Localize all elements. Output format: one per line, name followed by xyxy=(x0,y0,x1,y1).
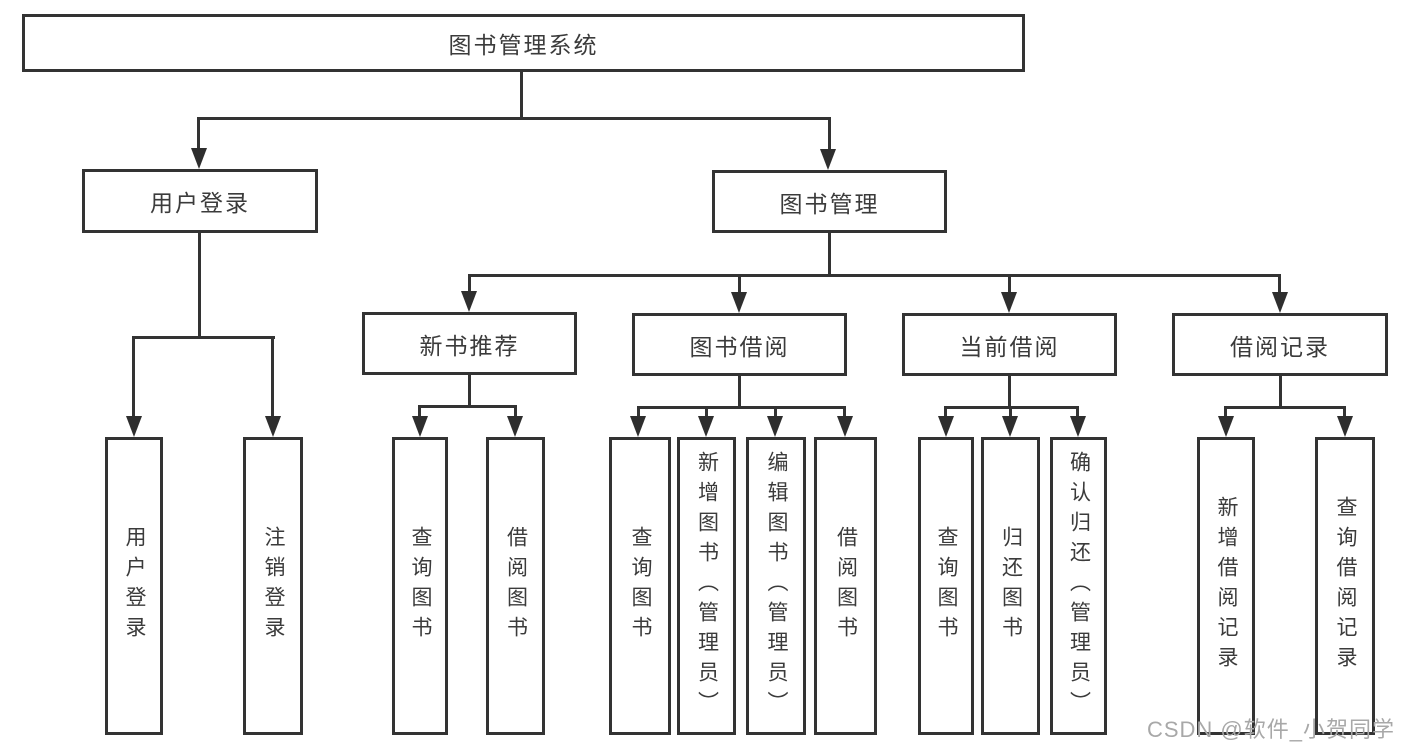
leaf-borrow-books-1: 借阅图书 xyxy=(486,437,545,735)
leaf-label: 确认归还（管理员） xyxy=(1067,451,1091,721)
connector-userlogin-bus xyxy=(132,336,275,339)
arrow-down-icon xyxy=(698,416,714,437)
connector-userlogin-stem xyxy=(198,233,201,339)
connector-root-drop-left xyxy=(197,117,200,150)
leaf-label: 新增借阅记录 xyxy=(1215,496,1238,676)
arrow-down-icon xyxy=(126,416,142,437)
connector-current-drop-2 xyxy=(1009,406,1012,417)
arrow-down-icon xyxy=(507,416,523,437)
arrow-down-icon xyxy=(461,291,477,312)
node-label: 当前借阅 xyxy=(959,333,1060,360)
csdn-watermark: CSDN @软件_小贺同学 xyxy=(1146,717,1395,742)
connector-newbook-stem xyxy=(468,375,471,408)
leaf-label: 用户登录 xyxy=(123,526,146,646)
connector-records-drop-2 xyxy=(1343,406,1346,417)
connector-bookmgmt-stem xyxy=(828,233,831,277)
arrow-down-icon xyxy=(265,416,281,437)
connector-current-drop-1 xyxy=(944,406,947,417)
connector-records-bus xyxy=(1224,406,1346,409)
arrow-down-icon xyxy=(820,149,836,170)
connector-borrow-drop-3 xyxy=(774,406,777,417)
leaf-borrow-books-2: 借阅图书 xyxy=(814,437,877,735)
arrow-down-icon xyxy=(837,416,853,437)
connector-userlogin-drop-2 xyxy=(271,336,274,417)
node-current-borrowing: 当前借阅 xyxy=(902,313,1117,376)
connector-borrow-drop-4 xyxy=(843,406,846,417)
arrow-down-icon xyxy=(731,292,747,313)
connector-root-drop-right xyxy=(828,117,831,150)
leaf-add-borrow-record: 新增借阅记录 xyxy=(1197,437,1255,735)
arrow-down-icon xyxy=(1218,416,1234,437)
leaf-label: 新增图书（管理员） xyxy=(695,451,719,721)
leaf-add-books-admin: 新增图书（管理员） xyxy=(677,437,736,735)
arrow-down-icon xyxy=(938,416,954,437)
leaf-label: 借阅图书 xyxy=(504,526,528,646)
connector-bookmgmt-drop-4 xyxy=(1278,274,1281,292)
connector-newbook-bus xyxy=(418,405,517,408)
connector-borrow-stem xyxy=(738,376,741,408)
connector-bookmgmt-bus xyxy=(468,274,1280,277)
arrow-down-icon xyxy=(1272,292,1288,313)
node-label: 图书管理 xyxy=(779,190,880,217)
node-book-borrowing: 图书借阅 xyxy=(632,313,847,376)
leaf-label: 查询图书 xyxy=(629,526,652,646)
leaf-label: 注销登录 xyxy=(262,526,285,646)
connector-root-bus xyxy=(197,117,831,120)
node-borrowing-records: 借阅记录 xyxy=(1172,313,1388,376)
arrow-down-icon xyxy=(1002,416,1018,437)
connector-newbook-drop-2 xyxy=(514,405,517,417)
arrow-down-icon xyxy=(1070,416,1086,437)
node-label: 图书借阅 xyxy=(689,333,790,360)
arrow-down-icon xyxy=(412,416,428,437)
connector-records-stem xyxy=(1279,376,1282,408)
connector-bookmgmt-drop-1 xyxy=(468,274,471,292)
node-label: 图书管理系统 xyxy=(448,32,599,58)
node-new-book-recommendation: 新书推荐 xyxy=(362,312,577,375)
node-user-login: 用户登录 xyxy=(82,169,318,233)
leaf-query-borrow-record: 查询借阅记录 xyxy=(1315,437,1375,735)
node-library-system: 图书管理系统 xyxy=(22,14,1025,72)
connector-borrow-drop-1 xyxy=(637,406,640,417)
connector-root-stem xyxy=(520,71,523,118)
leaf-edit-books-admin: 编辑图书（管理员） xyxy=(746,437,806,735)
leaf-user-login: 用户登录 xyxy=(105,437,163,735)
leaf-label: 查询图书 xyxy=(935,526,958,646)
node-label: 借阅记录 xyxy=(1230,333,1330,360)
leaf-query-books-2: 查询图书 xyxy=(609,437,671,735)
leaf-logout: 注销登录 xyxy=(243,437,303,735)
node-label: 用户登录 xyxy=(150,190,250,216)
leaf-query-books-3: 查询图书 xyxy=(918,437,974,735)
leaf-label: 查询借阅记录 xyxy=(1334,496,1357,676)
connector-records-drop-1 xyxy=(1224,406,1227,417)
connector-userlogin-drop-1 xyxy=(132,336,135,417)
leaf-label: 查询图书 xyxy=(409,526,432,646)
connector-current-drop-3 xyxy=(1076,406,1079,417)
leaf-query-books-1: 查询图书 xyxy=(392,437,448,735)
arrow-down-icon xyxy=(630,416,646,437)
arrow-down-icon xyxy=(1337,416,1353,437)
arrow-down-icon xyxy=(191,148,207,169)
connector-bookmgmt-drop-2 xyxy=(738,274,741,292)
connector-newbook-drop-1 xyxy=(418,405,421,417)
connector-borrow-drop-2 xyxy=(705,406,708,417)
leaf-label: 借阅图书 xyxy=(834,526,858,646)
arrow-down-icon xyxy=(1001,292,1017,313)
connector-bookmgmt-drop-3 xyxy=(1008,274,1011,292)
connector-borrow-bus xyxy=(637,406,846,409)
leaf-return-books: 归还图书 xyxy=(981,437,1040,735)
node-label: 新书推荐 xyxy=(419,332,520,359)
leaf-label: 编辑图书（管理员） xyxy=(765,451,788,721)
node-book-management: 图书管理 xyxy=(712,170,947,233)
arrow-down-icon xyxy=(767,416,783,437)
leaf-confirm-return-admin: 确认归还（管理员） xyxy=(1050,437,1107,735)
leaf-label: 归还图书 xyxy=(999,526,1023,646)
connector-current-stem xyxy=(1008,376,1011,408)
